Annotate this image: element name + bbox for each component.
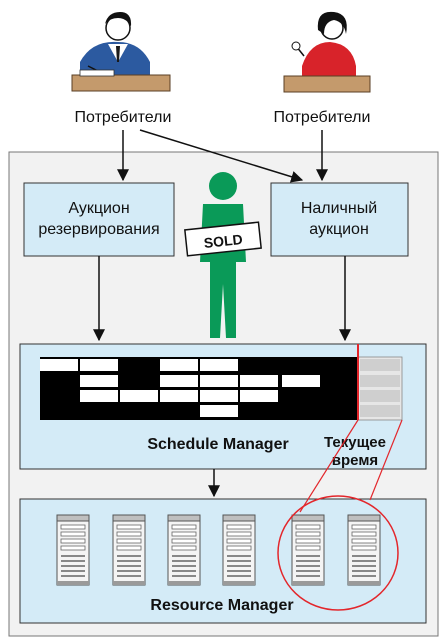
man-at-desk-icon (71, 12, 171, 92)
server-icon (222, 514, 256, 586)
schedule-manager-label: Schedule Manager (147, 436, 288, 453)
arrow-left-consumers-to-cash (139, 129, 304, 183)
current-time-line1: Текущее (324, 434, 386, 451)
resource-manager-label: Resource Manager (150, 597, 293, 614)
consumers-right-label: Потребители (274, 109, 371, 126)
server-icon (56, 514, 90, 586)
highlight-circle (277, 495, 399, 611)
sold-person-icon: SOLD (184, 172, 262, 338)
reservation-auction-line1: Аукцион (68, 200, 129, 217)
cash-auction-box (270, 182, 409, 257)
server-icon (347, 514, 381, 586)
cash-auction-line2: аукцион (309, 221, 369, 238)
server-icon (112, 514, 146, 586)
woman-at-desk-icon (283, 11, 371, 93)
consumers-left-label: Потребители (75, 109, 172, 126)
current-time-line2: время (332, 452, 378, 469)
sold-sign-text: SOLD (203, 231, 243, 251)
schedule-grid (40, 357, 358, 420)
server-icon (291, 514, 325, 586)
highlight-connector-right (369, 419, 403, 501)
server-icon (167, 514, 201, 586)
highlight-connector-left (299, 419, 359, 513)
reservation-auction-line2: резервирования (38, 221, 159, 238)
cash-auction-line1: Наличный (301, 200, 377, 217)
future-slots (357, 356, 403, 421)
reservation-auction-box (23, 182, 175, 257)
